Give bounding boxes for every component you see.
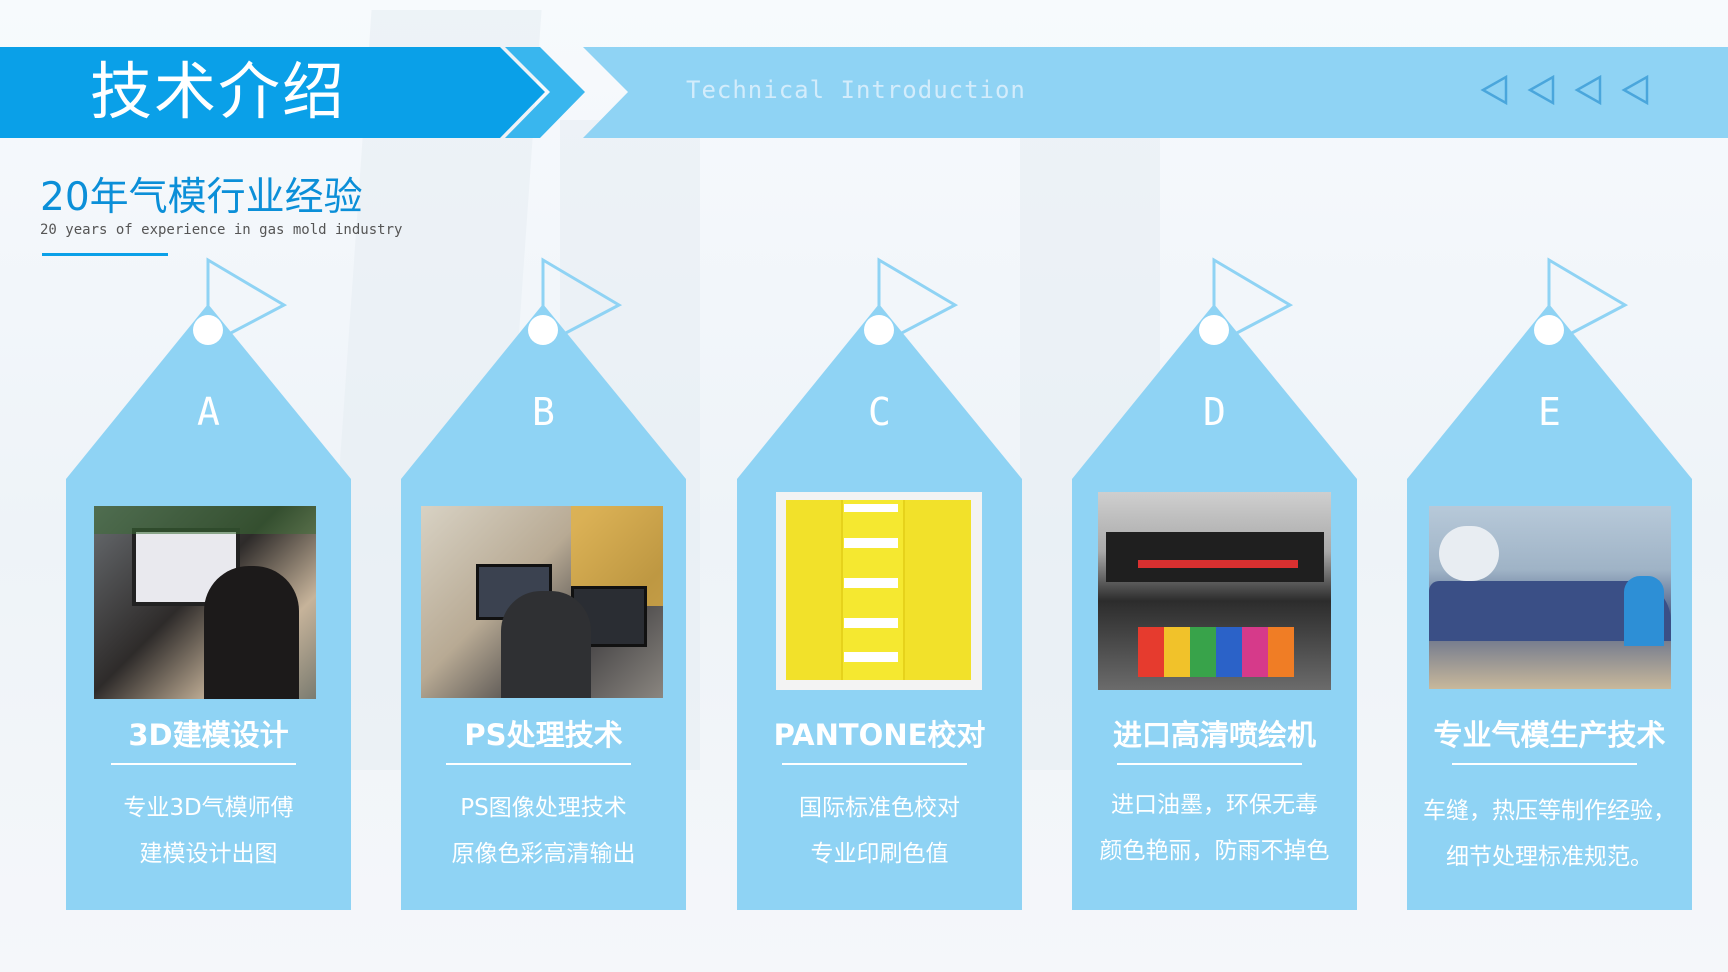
card-title: PANTONE校对 [773,718,986,752]
card-desc-line: 颜色艳丽，防雨不掉色 [1099,838,1330,864]
feature-card-b: B PS处理技术 PS图像处理技术 原像色彩高清输出 [401,250,691,910]
card-desc-line: 细节处理标准规范。 [1446,844,1653,870]
section-title: 20年气模行业经验 [40,175,363,220]
card-divider [446,763,631,765]
card-letter: E [1538,390,1561,434]
pantone-swatch-photo [776,492,982,690]
section-subtitle-en: 20 years of experience in gas mold indus… [40,222,403,238]
header-banner-light [583,47,1728,138]
card-divider [1117,763,1302,765]
card-letter: D [1203,390,1226,434]
card-divider [782,763,967,765]
section-underline [42,253,168,256]
arrow-left-icon [1574,74,1602,110]
page-subtitle-en: Technical Introduction [686,76,1026,104]
card-letter: A [197,390,220,434]
arrow-left-icon [1621,74,1649,110]
arrow-left-icon [1527,74,1555,110]
card-desc-line: 进口油墨，环保无毒 [1111,792,1318,818]
office-photoshop-photo [421,506,663,698]
card-description: 进口油墨，环保无毒 颜色艳丽，防雨不掉色 [1072,782,1357,874]
card-desc-line: 建模设计出图 [139,841,278,867]
card-description: 专业3D气模师傅 建模设计出图 [66,785,351,877]
page-title: 技术介绍 [90,55,347,128]
tag-string-icon [1199,257,1294,348]
card-letter: B [532,390,555,434]
feature-card-a: A 3D建模设计 专业3D气模师傅 建模设计出图 [66,250,356,910]
card-letter: C [868,390,891,434]
card-desc-line: PS图像处理技术 [460,795,627,821]
card-desc-line: 原像色彩高清输出 [451,841,636,867]
feature-card-e: E 专业气模生产技术 车缝，热压等制作经验， 细节处理标准规范。 [1407,250,1697,910]
card-title: PS处理技术 [464,718,623,752]
card-desc-line: 国际标准色校对 [799,795,960,821]
card-description: PS图像处理技术 原像色彩高清输出 [401,785,686,877]
header-banner [0,47,545,138]
header-arrows [1480,74,1663,110]
card-desc-line: 专业印刷色值 [810,841,949,867]
card-title: 进口高清喷绘机 [1112,718,1316,752]
card-desc-line: 专业3D气模师傅 [123,795,294,821]
tag-string-icon [528,257,623,348]
office-3d-modeling-photo [94,506,316,699]
card-desc-line: 车缝，热压等制作经验， [1423,798,1676,824]
factory-production-photo [1429,506,1671,689]
arrow-left-icon [1480,74,1508,110]
card-divider [1452,763,1637,765]
tag-string-icon [864,257,959,348]
printer-machine-photo [1098,492,1331,690]
card-title: 专业气模生产技术 [1433,718,1666,752]
tag-string-icon [193,257,288,348]
feature-card-d: D 进口高清喷绘机 进口油墨，环保无毒 颜色艳丽，防雨不掉色 [1072,250,1362,910]
card-title: 3D建模设计 [128,718,289,752]
tag-string-icon [1534,257,1629,348]
feature-card-c: C PANTONE校对 国际标准色校对 专业印刷色值 [737,250,1027,910]
card-divider [111,763,296,765]
card-description: 车缝，热压等制作经验， 细节处理标准规范。 [1407,788,1692,880]
card-description: 国际标准色校对 专业印刷色值 [737,785,1022,877]
